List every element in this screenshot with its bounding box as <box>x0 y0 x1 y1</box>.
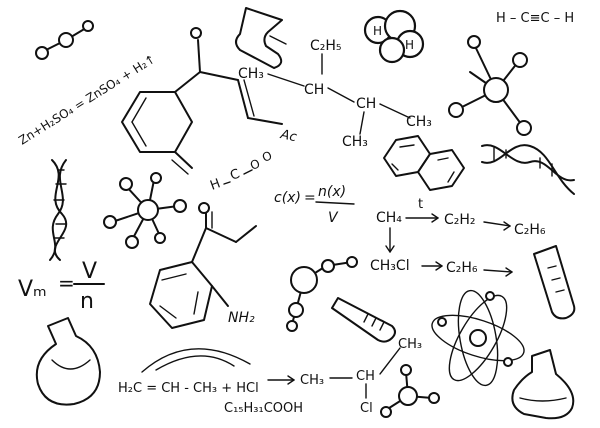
formic-o2: O <box>260 148 274 164</box>
product-ch3: CH₃ <box>300 373 324 388</box>
t-label: t <box>418 197 423 212</box>
test-tube-right <box>533 245 576 320</box>
ch-mid: CH <box>304 82 324 98</box>
molecule-center <box>286 256 358 332</box>
svg-text:Ac: Ac <box>278 127 298 145</box>
ch3-below: CH₃ <box>342 134 368 150</box>
product-ch: CH <box>356 369 375 384</box>
reaction-chain: t CH₄ C₂H₂ C₂H₆ CH₃Cl C₂H₆ <box>370 197 546 277</box>
formic-h: H <box>208 176 222 193</box>
formic-o1: O <box>248 156 262 172</box>
concentration-n: n(x) <box>318 184 346 200</box>
acetylene-formula: H – C≡C – H <box>496 11 574 26</box>
atom-symbol <box>431 289 525 387</box>
concentration-formula: c(x) = n(x) V <box>274 184 355 226</box>
product-ch3-end: CH₃ <box>398 337 422 352</box>
molecule-topright <box>448 35 532 136</box>
chain-c2h2: C₂H₂ <box>444 212 476 228</box>
chain-ch4: CH₄ <box>376 210 402 226</box>
product-cl: Cl <box>360 401 373 416</box>
formic-c: C <box>228 167 242 184</box>
molar-volume-v: V <box>82 259 97 284</box>
concentration-v: V <box>328 210 339 226</box>
molecule-centerleft <box>103 172 187 249</box>
molar-volume-formula: Vₘ = V n <box>18 259 105 314</box>
chain-ch3cl: CH₃Cl <box>370 258 410 274</box>
ch-right: CH <box>356 96 376 112</box>
flask-top <box>235 7 287 69</box>
chain-c2h6-b: C₂H₆ <box>446 260 478 276</box>
chain-c2h6: C₂H₆ <box>514 222 546 238</box>
water-h1: H <box>373 24 382 38</box>
molar-volume-n: n <box>80 289 94 314</box>
water-molecule: H H <box>363 9 425 64</box>
dna-helix-right <box>481 144 575 195</box>
svg-text:=: = <box>58 271 75 295</box>
svg-text:=: = <box>304 190 316 206</box>
round-flask <box>35 317 101 406</box>
test-tube-center <box>331 297 396 343</box>
erlenmeyer-flask <box>511 349 575 420</box>
molar-volume-vm: Vₘ <box>18 277 47 302</box>
molecule-bottom <box>380 364 440 418</box>
nh2-group: NH₂ <box>228 310 255 326</box>
aromatic-ring-structure: Ac <box>121 27 298 175</box>
propene-formula: H₂C = CH - CH₃ + HCl <box>118 381 259 396</box>
alkane-chain: C₂H₅ CH₃ CH CH CH₃ CH₃ <box>238 38 432 150</box>
naphthalene-rings <box>383 135 465 191</box>
zinc-reaction-formula: Zn+H₂SO₄ = ZnSO₄ + H₂↑ <box>16 52 158 148</box>
small-molecule-topleft <box>35 20 94 60</box>
dna-helix-left <box>49 159 68 261</box>
ch3-left: CH₃ <box>238 66 264 82</box>
ch3-end: CH₃ <box>406 114 432 130</box>
aminobenzoate-structure: NH₂ <box>149 202 257 329</box>
formic-group: H C O O <box>208 148 274 193</box>
water-h2: H <box>405 38 414 52</box>
palmitic-acid-formula: C₁₅H₃₁COOH <box>224 401 303 416</box>
concentration-c: c(x) <box>274 190 301 206</box>
propene-reaction: H₂C = CH - CH₃ + HCl CH₃ CH CH₃ Cl <box>118 337 422 416</box>
ethyl-group: C₂H₅ <box>310 38 342 54</box>
